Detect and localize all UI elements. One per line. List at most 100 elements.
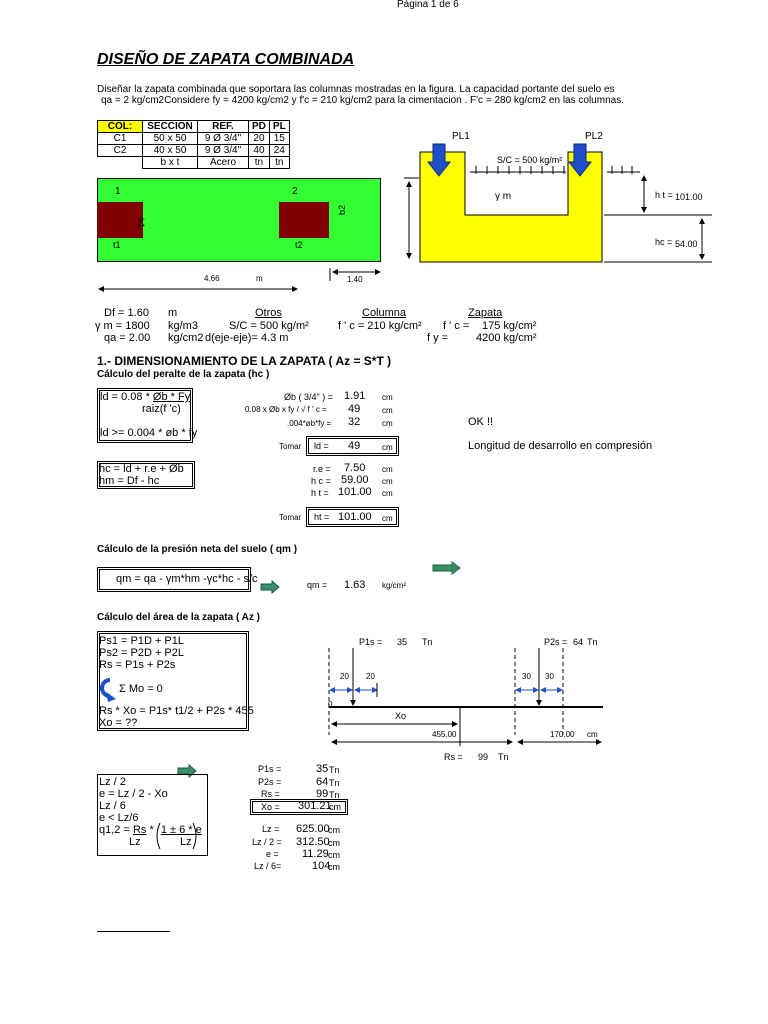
ld-formula-box bbox=[97, 388, 193, 443]
res-p1s-value: 35 bbox=[316, 763, 329, 775]
table-header-cell: PL bbox=[268, 120, 290, 133]
zapata-heading: Zapata bbox=[468, 307, 503, 319]
db-label: Øb ( 3/4" ) = bbox=[284, 392, 333, 402]
re-unit: cm bbox=[382, 465, 393, 474]
diag-right-unit: cm bbox=[587, 730, 598, 739]
res-p1s-unit: Tn bbox=[329, 765, 340, 775]
ld2-unit: cm bbox=[382, 419, 393, 428]
diag-p2-unit: Tn bbox=[587, 637, 598, 647]
table-row: b x t Acero tn tn bbox=[97, 156, 290, 169]
db-value: 1.91 bbox=[344, 390, 366, 402]
ld-formula: ld = 0.08 * Øb * Fy bbox=[100, 392, 190, 403]
diag-rs-unit: Tn bbox=[498, 752, 509, 762]
ht-label: h t = bbox=[655, 190, 673, 200]
columna-heading: Columna bbox=[362, 307, 407, 319]
xo-unknown: Xo = ?? bbox=[99, 717, 138, 729]
lz-formula-box bbox=[97, 774, 208, 856]
col1-label: 1 bbox=[115, 186, 121, 197]
diag-rs-label: Rs = bbox=[444, 752, 463, 762]
hc-label: hc = bbox=[655, 237, 673, 247]
tomar-ht-unit: cm bbox=[382, 514, 393, 523]
q-formula-part: * bbox=[146, 824, 157, 836]
qa-unit: kg/cm2 bbox=[168, 332, 204, 344]
res-e-unit: cm bbox=[328, 850, 340, 860]
columna-fc: f ' c = 210 kg/cm² bbox=[338, 320, 422, 332]
column-1-plan bbox=[97, 202, 143, 238]
res-lz2-value: 312.50 bbox=[296, 836, 330, 848]
ld1-label: 0.08 x Øb x fy / √ f ' c = bbox=[245, 405, 327, 414]
res-lz2-label: Lz / 2 = bbox=[252, 837, 282, 847]
res-e-label: e = bbox=[266, 849, 279, 859]
tomar-ld-value: 49 bbox=[348, 440, 361, 452]
gamma-value: γ m = 1800 bbox=[95, 320, 150, 332]
table-cell: 15 bbox=[268, 132, 290, 145]
surcharge-label: S/C = 500 kg/m² bbox=[497, 155, 563, 165]
q-formula-lz-b: Lz bbox=[180, 836, 192, 848]
intro-line-1: Diseñar la zapata combinada que soportar… bbox=[97, 84, 615, 95]
tomar-ld-unit: cm bbox=[382, 443, 393, 452]
res-e-value: 11.29 bbox=[302, 848, 329, 860]
hc-value: 54.00 bbox=[675, 239, 698, 249]
column-table: COL: SECCION REF. PD PL C1 50 x 50 9 Ø 3… bbox=[97, 120, 290, 169]
otros-dist: d(eje-eje)= 4.3 m bbox=[205, 332, 289, 344]
hc-formula-box bbox=[97, 461, 195, 489]
diag-p1-label: P1s = bbox=[359, 637, 383, 647]
qm-title: Cálculo de la presión neta del suelo ( q… bbox=[97, 544, 298, 555]
ht-calc-label: h t = bbox=[311, 488, 329, 498]
hm-formula: hm = Df - hc bbox=[99, 475, 160, 487]
e-formula: e = Lz / 2 - Xo bbox=[99, 788, 168, 800]
t1-label: t1 bbox=[113, 240, 121, 250]
pl2-label: PL2 bbox=[585, 131, 603, 142]
tomar-ht-key: ht = bbox=[314, 512, 330, 522]
res-lz6-unit: cm bbox=[328, 862, 340, 872]
zapata-fc-label: f ' c = bbox=[443, 320, 470, 332]
diag-p2-value: 64 bbox=[573, 637, 584, 647]
res-rs-unit: Tn bbox=[329, 790, 340, 800]
ld2-value: 32 bbox=[348, 416, 361, 428]
db-unit: cm bbox=[382, 393, 393, 402]
tomar-ht-label: Tomar bbox=[279, 513, 302, 522]
diag-xo: Xo bbox=[395, 711, 407, 721]
zapata-fc-value: 175 kg/cm² bbox=[482, 320, 537, 332]
res-xo-label: Xo = bbox=[261, 802, 280, 812]
res-lz2-unit: cm bbox=[328, 838, 340, 848]
diag-p1-unit: Tn bbox=[422, 637, 433, 647]
hc-calc-label: h c = bbox=[311, 476, 331, 486]
zapata-fy-value: 4200 kg/cm² bbox=[476, 332, 537, 344]
ps1-formula: Ps1 = P1D + P1L bbox=[99, 635, 184, 647]
ok-label: OK !! bbox=[468, 416, 494, 428]
res-xo-box bbox=[250, 799, 348, 815]
res-rs-value: 99 bbox=[316, 788, 329, 800]
re-label: r.e = bbox=[313, 464, 331, 474]
q-formula-lz-a: Lz bbox=[129, 836, 141, 848]
diag-20a: 20 bbox=[340, 672, 349, 681]
table-cell: 20 bbox=[248, 132, 270, 145]
ht-calc-value: 101.00 bbox=[338, 486, 372, 498]
diag-30a: 30 bbox=[522, 672, 531, 681]
diag-p2-label: P2s = bbox=[544, 637, 568, 647]
diag-span: 455.00 bbox=[432, 730, 457, 739]
table-header-cell: PD bbox=[248, 120, 270, 133]
ld1-unit: cm bbox=[382, 406, 393, 415]
res-p2s-unit: Tn bbox=[329, 778, 340, 788]
hc-calc-unit: cm bbox=[382, 477, 393, 486]
q-formula-part: q1,2 = bbox=[99, 824, 133, 836]
moment-formula: Σ Mo = 0 bbox=[119, 683, 163, 695]
res-rs-label: Rs = bbox=[261, 789, 280, 799]
qm-unit: kg/cm² bbox=[382, 581, 406, 590]
ld-formula-numerator: Øb * Fy bbox=[152, 391, 191, 403]
q-formula-rs: Rs bbox=[132, 824, 147, 836]
q-formula: q1,2 = Rs * 1 ± 6 * e bbox=[99, 825, 202, 836]
az-formula-box bbox=[97, 631, 249, 731]
diag-right: 170.00 bbox=[550, 730, 575, 739]
gamma-m-label: γ m bbox=[495, 191, 512, 202]
diag-zero: 0 bbox=[328, 700, 333, 709]
res-xo-unit: cm bbox=[329, 802, 341, 812]
col2-label: 2 bbox=[292, 186, 298, 197]
table-cell: tn bbox=[248, 156, 270, 169]
